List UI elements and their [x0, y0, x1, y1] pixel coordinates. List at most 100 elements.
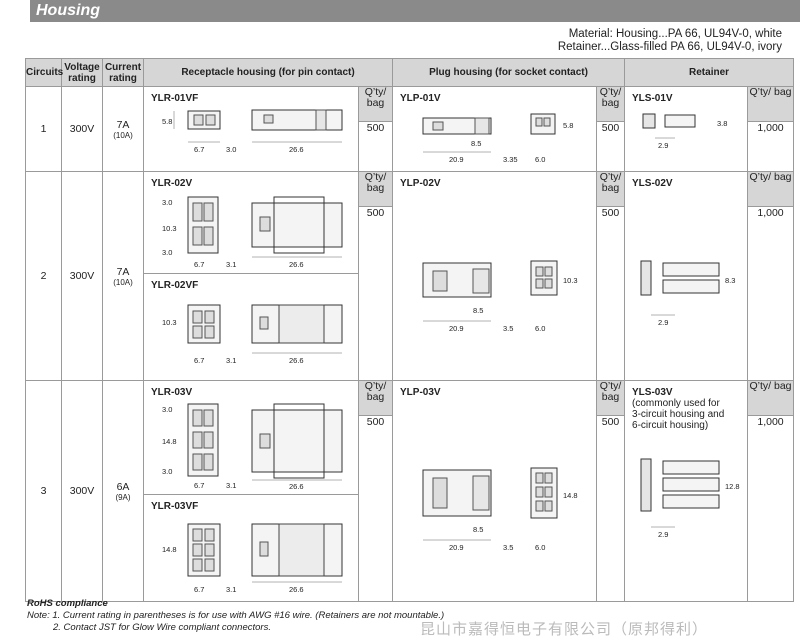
retainer-drawing: 12.8 2.9 [640, 458, 740, 539]
dim-label: 3.1 [226, 481, 236, 490]
dim-label: 2.9 [658, 530, 668, 539]
dim-label: 3.0 [162, 198, 172, 207]
dim-label: 3.0 [162, 467, 172, 476]
part-number: YLP-01V [400, 93, 441, 104]
header-circuits: Circuits [25, 58, 63, 87]
dim-label: 14.8 [563, 491, 578, 500]
receptacle-drawing: 14.8 6.7 3.1 26.6 [162, 523, 343, 594]
dim-label: 3.8 [717, 119, 727, 128]
part-number: YLP-02V [400, 178, 441, 189]
part-number: YLR-02VF [151, 280, 199, 291]
dim-label: 6.0 [535, 155, 545, 164]
qty-header: Q’ty/ bag [357, 380, 394, 416]
dim-label: 20.9 [449, 155, 464, 164]
header-row: Circuits Voltage rating Current rating R… [25, 58, 795, 87]
table-row: 3 300V 6A(9A) YLR-03V 3.0 14.8 3.0 6.7 3… [25, 380, 795, 602]
receptacle-cell: YLR-02VF 10.3 6.7 3.1 26.6 [143, 273, 359, 381]
current-value: 7A [116, 265, 130, 278]
housing-table: Circuits Voltage rating Current rating R… [25, 58, 795, 602]
header-retainer: Retainer [624, 58, 795, 87]
table-row: 1 300V 7A(10A) YLR-01VF 5.8 6.7 3.0 26.6… [25, 86, 795, 172]
dim-label: 5.8 [563, 121, 573, 130]
dim-label: 6.7 [194, 260, 204, 269]
dim-label: 8.5 [473, 525, 483, 534]
current-sub: (9A) [115, 492, 131, 502]
qty-header: Q’ty/ bag [357, 86, 394, 122]
current-cell: 7A(10A) [102, 86, 144, 172]
qty-header: Q’ty/ bag [596, 171, 626, 207]
plug-cell: YLP-01V 8.5 5.8 20.9 3.35 6.0 [392, 86, 598, 172]
section-header-bar: Housing [30, 0, 800, 22]
circuits-cell: 2 [25, 171, 62, 381]
qty-header: Q’ty/ bag [747, 171, 795, 207]
retainer-drawing: 3.8 2.9 [642, 113, 727, 150]
dim-label: 6.0 [535, 543, 545, 552]
dim-label: 2.9 [658, 141, 668, 150]
dim-label: 26.6 [289, 145, 304, 154]
table-row: 500 500 1,000 [26, 415, 795, 602]
table-row: YLR-03VF 14.8 6.7 3.1 26.6 [26, 494, 794, 602]
footnotes: RoHS compliance Note: 1. Current rating … [27, 598, 444, 634]
dim-label: 3.1 [226, 260, 236, 269]
dim-label: 26.6 [289, 585, 304, 594]
part-number: YLS-03V [632, 387, 673, 398]
receptacle-cell: YLR-01VF 5.8 6.7 3.0 26.6 [143, 86, 359, 172]
dim-label: 26.6 [289, 356, 304, 365]
plug-drawing: 8.5 5.8 20.9 3.35 6.0 [422, 113, 573, 164]
table-row: 500 500 1,000 [26, 206, 795, 381]
current-value: 7A [116, 118, 130, 131]
voltage-cell: 300V [61, 380, 103, 602]
retainer-drawing: 8.3 2.9 [640, 260, 735, 327]
qty-header: Q’ty/ bag [357, 171, 394, 207]
part-number: YLR-03VF [151, 501, 199, 512]
plug-drawing: 8.5 14.8 20.9 3.5 6.0 [422, 467, 578, 552]
dim-label: 20.9 [449, 543, 464, 552]
header-plug: Plug housing (for socket contact) [392, 58, 626, 87]
retainer-cell: YLS-01V 3.8 2.9 [624, 86, 749, 172]
header-voltage: Voltage rating [61, 58, 103, 87]
rohs-label: RoHS compliance [27, 598, 108, 609]
dim-label: 5.8 [162, 117, 172, 126]
receptacle-cell: YLR-03VF 14.8 6.7 3.1 26.6 [143, 494, 359, 602]
dim-label: 3.5 [503, 543, 513, 552]
dim-label: 3.1 [226, 356, 236, 365]
dim-label: 6.7 [194, 481, 204, 490]
current-value: 6A [116, 480, 130, 493]
plug-cell: YLP-02V 8.5 10.3 20.9 3.5 6.0 [392, 171, 598, 381]
receptacle-drawing: 3.0 10.3 3.0 6.7 3.1 26.6 [162, 196, 343, 269]
receptacle-drawing: 5.8 6.7 3.0 26.6 [162, 109, 343, 154]
retainer-cell: YLS-03V (commonly used for 3-circuit hou… [624, 380, 749, 602]
material-spec: Material: Housing...PA 66, UL94V-0, whit… [558, 28, 782, 54]
plug-drawing: 8.5 10.3 20.9 3.5 6.0 [422, 260, 578, 333]
retainer-note: 3-circuit housing and [632, 409, 725, 420]
table-row: 500 500 1,000 [26, 121, 795, 172]
part-number: YLS-02V [632, 178, 673, 189]
dim-label: 14.8 [162, 437, 177, 446]
dim-label: 26.6 [289, 482, 304, 491]
dim-label: 6.7 [194, 356, 204, 365]
part-number: YLR-02V [151, 178, 193, 189]
dim-label: 8.5 [471, 139, 481, 148]
dim-label: 2.9 [658, 318, 668, 327]
dim-label: 3.1 [226, 585, 236, 594]
qty-value: 1,000 [747, 206, 795, 381]
qty-value: 1,000 [747, 415, 795, 602]
qty-value: 500 [596, 121, 626, 172]
voltage-cell: 300V [61, 86, 103, 172]
part-number: YLR-01VF [151, 93, 199, 104]
section-title: Housing [36, 2, 100, 19]
dim-label: 10.3 [162, 224, 177, 233]
dim-label: 12.8 [725, 482, 740, 491]
qty-value: 500 [596, 415, 626, 602]
note-2: 2. Contact JST for Glow Wire compliant c… [53, 622, 271, 633]
header-current: Current rating [102, 58, 144, 87]
qty-header: Q’ty/ bag [596, 380, 626, 416]
dim-label: 3.5 [503, 324, 513, 333]
dim-label: 6.7 [194, 585, 204, 594]
current-cell: 6A(9A) [102, 380, 144, 602]
dim-label: 20.9 [449, 324, 464, 333]
dim-label: 26.6 [289, 260, 304, 269]
retainer-note: 6-circuit housing) [632, 420, 709, 431]
circuits-cell: 1 [25, 86, 62, 172]
dim-label: 10.3 [563, 276, 578, 285]
